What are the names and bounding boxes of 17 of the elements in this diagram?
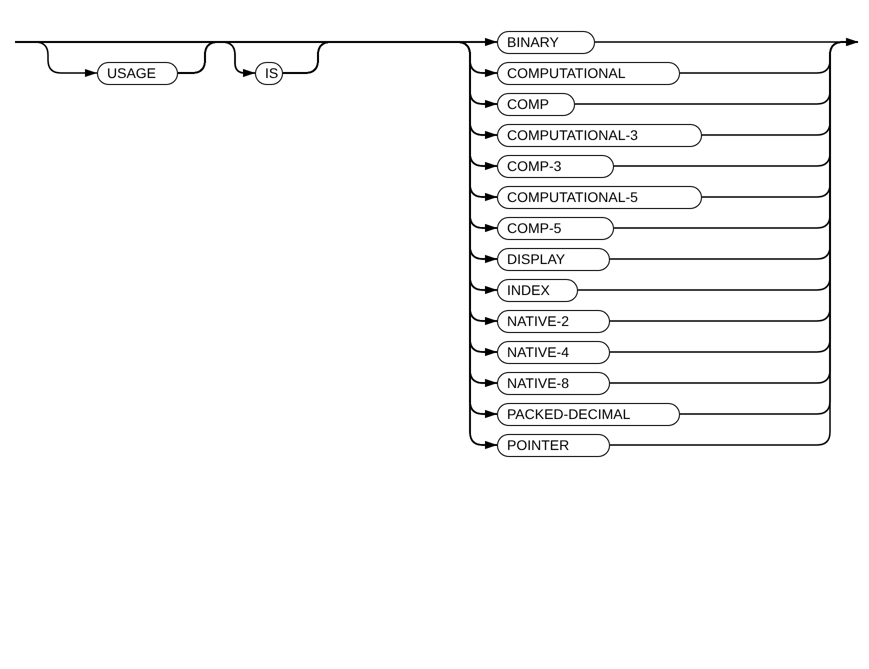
keyword-box: INDEX	[497, 278, 578, 302]
keyword-box: USAGE	[97, 62, 178, 84]
keyword-box: NATIVE-8	[497, 372, 610, 394]
keyword-box: COMP	[497, 92, 575, 116]
keyword-box: POINTER	[497, 434, 610, 456]
keyword-box: PACKED-DECIMAL	[497, 402, 680, 426]
keyword-box: COMPUTATIONAL-3	[497, 124, 702, 146]
keyword-box: BINARY	[497, 30, 595, 54]
syntax-path-arrow	[610, 38, 858, 446]
keyword-box: COMP-3	[497, 154, 614, 178]
keyword-box: IS	[255, 62, 283, 84]
keyword-box: COMPUTATIONAL-5	[497, 186, 702, 208]
keyword-box: COMP-5	[497, 216, 614, 240]
keyword-box: DISPLAY	[497, 248, 610, 270]
keyword-box: COMPUTATIONAL	[497, 62, 680, 84]
keyword-box: NATIVE-2	[497, 310, 610, 332]
keyword-box: NATIVE-4	[497, 340, 610, 364]
